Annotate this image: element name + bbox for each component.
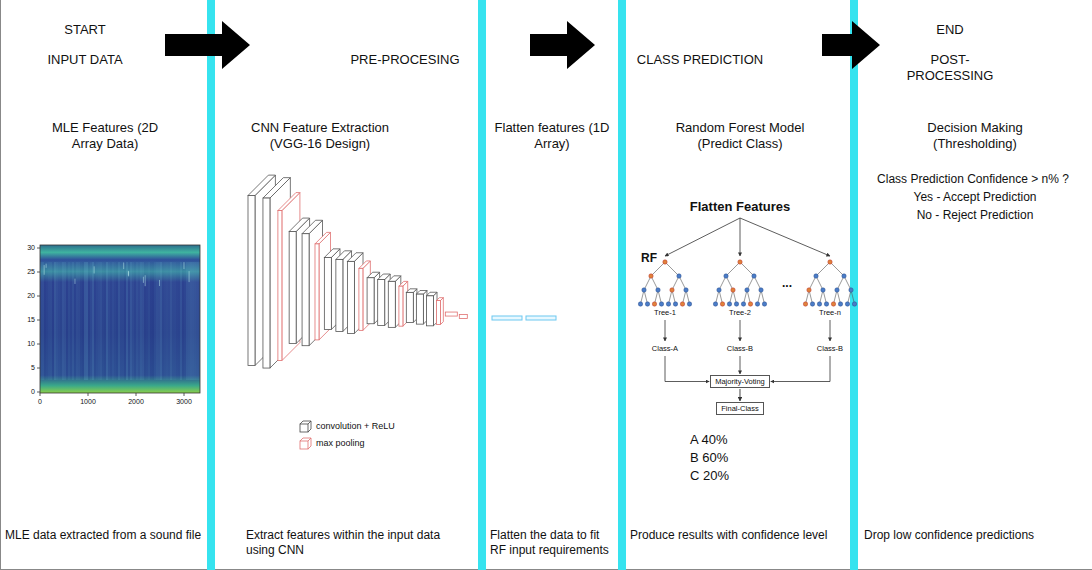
decision-option: Yes - Accept Prediction xyxy=(875,190,1075,205)
class-name: Class-B xyxy=(808,344,852,353)
axis-tick: 5 xyxy=(18,364,35,373)
stage-title: PRE-PROCESING xyxy=(335,52,475,68)
step-description: Drop low confidence predictions xyxy=(864,528,1086,543)
legend-text: convolution + ReLU xyxy=(316,421,395,431)
random-forest-trees xyxy=(638,260,856,306)
tree-name: Tree-2 xyxy=(720,308,760,317)
class-name: Class-A xyxy=(643,344,687,353)
legend-entry: convolution + ReLU xyxy=(316,421,395,432)
class-name: Class-B xyxy=(718,344,762,353)
axis-tick: 0 xyxy=(28,398,52,407)
step-title: Flatten features (1D Array) xyxy=(492,120,612,153)
spectrogram xyxy=(37,245,200,396)
step-title: Decision Making (Thresholding) xyxy=(910,120,1040,153)
feature-input: Flatten Features xyxy=(670,199,810,215)
box-text: Majority-Voting xyxy=(715,377,765,386)
result-box: Final-Class xyxy=(716,402,764,415)
model-name: RF xyxy=(641,251,663,266)
stage-marker: START xyxy=(40,22,130,38)
class-confidence: A 40% xyxy=(690,432,780,448)
stage-title: INPUT DATA xyxy=(30,52,140,68)
vgg16-figure xyxy=(248,175,467,368)
flow-arrows xyxy=(165,21,880,69)
frame-line xyxy=(0,569,1092,570)
axis-tick: 25 xyxy=(18,268,35,277)
rf-wires xyxy=(665,218,830,382)
axis-tick: 3000 xyxy=(172,398,196,407)
flow-arrow xyxy=(165,21,250,69)
axis-tick: 2000 xyxy=(124,398,148,407)
axis-tick: 30 xyxy=(18,244,35,253)
step-title: CNN Feature Extraction (VGG-16 Design) xyxy=(235,120,405,153)
box-text: Final-Class xyxy=(721,404,759,413)
flow-arrow xyxy=(822,21,880,69)
step-description: MLE data extracted from a sound file xyxy=(5,528,203,543)
tree-name: Tree-n xyxy=(810,308,850,317)
decision-option: No - Reject Prediction xyxy=(875,208,1075,223)
stage-dividers xyxy=(207,0,858,570)
step-title: MLE Features (2D Array Data) xyxy=(48,120,163,153)
axis-tick: 0 xyxy=(18,388,35,397)
flatten-array xyxy=(492,316,556,320)
axis-tick: 20 xyxy=(18,292,35,301)
class-confidence: B 60% xyxy=(690,450,780,466)
step-description: Produce results with confidence level xyxy=(630,528,848,543)
class-confidence: C 20% xyxy=(690,468,780,484)
step-description: Extract features within the input data u… xyxy=(246,528,461,558)
frame-line xyxy=(0,0,1,570)
legend-text: max pooling xyxy=(316,438,365,448)
step-description: Flatten the data to fit RF input require… xyxy=(490,528,612,558)
legend-entry: max pooling xyxy=(316,438,365,449)
step-title: Random Forest Model (Predict Class) xyxy=(660,120,820,153)
flow-connector xyxy=(739,389,740,401)
stage-title: CLASS PREDICTION xyxy=(625,52,775,68)
axis-tick: 15 xyxy=(18,316,35,325)
decision-rule: Class Prediction Confidence > n% ? xyxy=(859,172,1087,187)
tree-name: Tree-1 xyxy=(645,308,685,317)
voting-box: Majority-Voting xyxy=(710,375,770,388)
stage-marker: END xyxy=(910,22,990,38)
stage-title: POST-PROCESSING xyxy=(890,52,1010,85)
legend-icons xyxy=(300,421,311,449)
axis-tick: 10 xyxy=(18,340,35,349)
ellipsis: ... xyxy=(775,276,799,291)
axis-tick: 1000 xyxy=(76,398,100,407)
flow-arrow xyxy=(530,21,595,69)
